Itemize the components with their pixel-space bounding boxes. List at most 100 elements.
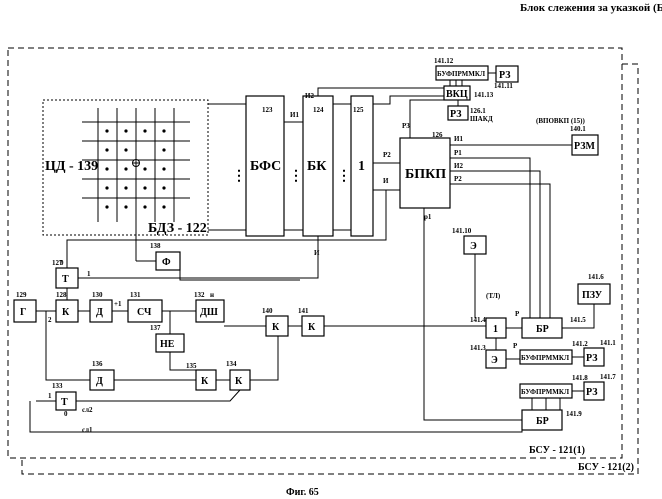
bfs-number: 123 (262, 106, 273, 114)
k128-in2: 2 (48, 316, 52, 324)
bpkp-out-p1: р1 (424, 213, 432, 221)
f138-label: Ф (162, 257, 171, 268)
d136-number: 136 (92, 360, 103, 368)
e1-label: Э (470, 241, 477, 252)
vkts-label: ВКЦ (446, 89, 468, 100)
t133-in1: 1 (48, 392, 52, 400)
rzm-label: РЗМ (574, 141, 596, 152)
e2-label: Э (491, 355, 498, 366)
bk-input-label: И1 (290, 111, 299, 119)
buf2-p-label: Р (513, 342, 518, 350)
t133-number: 133 (52, 382, 63, 390)
diagram-title: Блок слежения за указкой (БСУ) (520, 2, 662, 14)
or-label: 1 (493, 324, 498, 335)
bpkp-out-i1: И1 (454, 135, 463, 143)
rzm-number: 140.1 (570, 125, 586, 133)
d130-label: Д (96, 307, 103, 318)
br2-number: 141.9 (566, 410, 582, 418)
rz1-number: 141.1 (600, 339, 616, 347)
t127-one: 1 (87, 270, 91, 278)
shakd-label: ШАКД (470, 115, 493, 123)
s1-label: сл1 (82, 426, 93, 434)
bpkp-number: 126 (432, 131, 443, 139)
or-number: 141.4 (470, 316, 486, 324)
rz-top-label: РЗ (499, 70, 511, 81)
rz-mid-label: РЗ (450, 109, 462, 120)
rz1-label: РЗ (586, 353, 598, 364)
buf2-label: БУФПРММКЛ (521, 354, 570, 362)
dsh-n-mark: н (210, 291, 214, 299)
bufreg-top-number: 141.12 (434, 57, 454, 65)
k135-label: К (201, 376, 209, 387)
k134-number: 134 (226, 360, 237, 368)
rz2-number: 141.7 (600, 373, 616, 381)
ellipsis-1: ⋮ (232, 169, 246, 184)
bufreg-top-label: БУФПРММКЛ (437, 70, 486, 78)
sch-number: 131 (130, 291, 141, 299)
br1-label: БР (536, 324, 549, 335)
bk-top-label: И2 (305, 92, 314, 100)
k135-number: 135 (186, 362, 197, 370)
k140-label: К (272, 322, 280, 333)
tg-label: (ТЛ) (486, 292, 501, 300)
block-125-number: 125 (353, 106, 364, 114)
ne137-number: 137 (150, 324, 161, 332)
bfs-label: БФС (250, 159, 281, 174)
pzu-number: 141.6 (588, 273, 604, 281)
buf3-number: 141.8 (572, 374, 588, 382)
rz-top-number: 141.11 (494, 82, 513, 90)
bk-label: БК (307, 159, 327, 174)
k141-number: 141 (298, 307, 309, 315)
d136-label: Д (96, 376, 103, 387)
ne137-label: НЕ (160, 339, 175, 350)
bpkp-out-r2: Р2 (454, 175, 462, 183)
br1-number: 141.5 (570, 316, 586, 324)
rz2-label: РЗ (586, 387, 598, 398)
frame-bsu-2-label: БСУ - 121(2) (578, 462, 634, 473)
k128-label: К (62, 307, 70, 318)
pzu-label: ПЗУ (582, 290, 603, 301)
vkts-number: 141.13 (474, 91, 494, 99)
br2-label: БР (536, 416, 549, 427)
k140-number: 140 (262, 307, 273, 315)
ellipsis-3: ⋮ (337, 169, 351, 184)
s2-label: сл2 (82, 406, 93, 414)
t133-label: Т (61, 397, 68, 408)
bpkp-label: БПКП (405, 167, 446, 182)
frame-bsu-1-label: БСУ - 121(1) (529, 445, 585, 456)
bpkp-in-r2: Р2 (383, 151, 391, 159)
bpkp-in-i: И (383, 177, 389, 185)
g-number: 129 (16, 291, 27, 299)
vpovkp-label: (ВПОВКП (15)) (536, 117, 585, 125)
dsh-number: 132 (194, 291, 205, 299)
f138-number: 138 (150, 242, 161, 250)
k141-label: К (308, 322, 316, 333)
block-125-label: 1 (358, 159, 365, 174)
buf3-label: БУФПРММКЛ (521, 388, 570, 396)
t133-zero: 0 (64, 410, 68, 418)
rz-mid-number: 126.1 (470, 107, 486, 115)
k128-number: 128 (56, 291, 67, 299)
bdz-label: БДЗ - 122 (148, 221, 207, 236)
d130-plus1: +1 (114, 300, 122, 308)
t127-label: Т (62, 274, 69, 285)
e1-number: 141.10 (452, 227, 472, 235)
ellipsis-2: ⋮ (289, 169, 303, 184)
bk-number: 124 (313, 106, 324, 114)
bpkp-out-r1: Р1 (454, 149, 462, 157)
t127-zero: 0 (60, 259, 64, 267)
g-label: Г (20, 307, 26, 318)
bpkp-out-i2: И2 (454, 162, 463, 170)
left-chain-i-label: И (314, 249, 320, 257)
dsh-label: ДШ (200, 307, 218, 318)
br1-p-label: Р (515, 310, 520, 318)
figure-caption: Фиг. 65 (286, 487, 319, 498)
sch-label: СЧ (137, 307, 152, 318)
sensor-label: ЦД - 139 (45, 159, 98, 174)
bpkp-in-r3: Р3 (402, 122, 410, 130)
d130-number: 130 (92, 291, 103, 299)
k134-label: К (235, 376, 243, 387)
e2-number: 141.3 (470, 344, 486, 352)
buf2-number: 141.2 (572, 340, 588, 348)
